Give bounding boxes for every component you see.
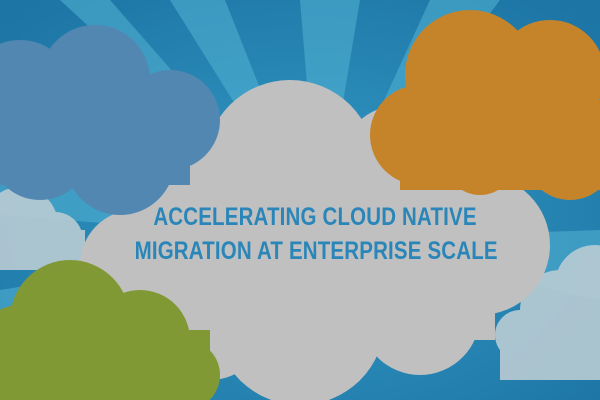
headline: ACCELERATING CLOUD NATIVE MIGRATION AT E… — [134, 200, 498, 268]
headline-line-2: MIGRATION AT ENTERPRISE SCALE — [134, 237, 498, 265]
headline-line-1: ACCELERATING CLOUD NATIVE — [153, 203, 477, 231]
green-cloud — [0, 260, 220, 400]
blue-cloud — [0, 25, 220, 215]
white-cloud-right — [495, 245, 600, 380]
orange-cloud — [370, 10, 600, 200]
